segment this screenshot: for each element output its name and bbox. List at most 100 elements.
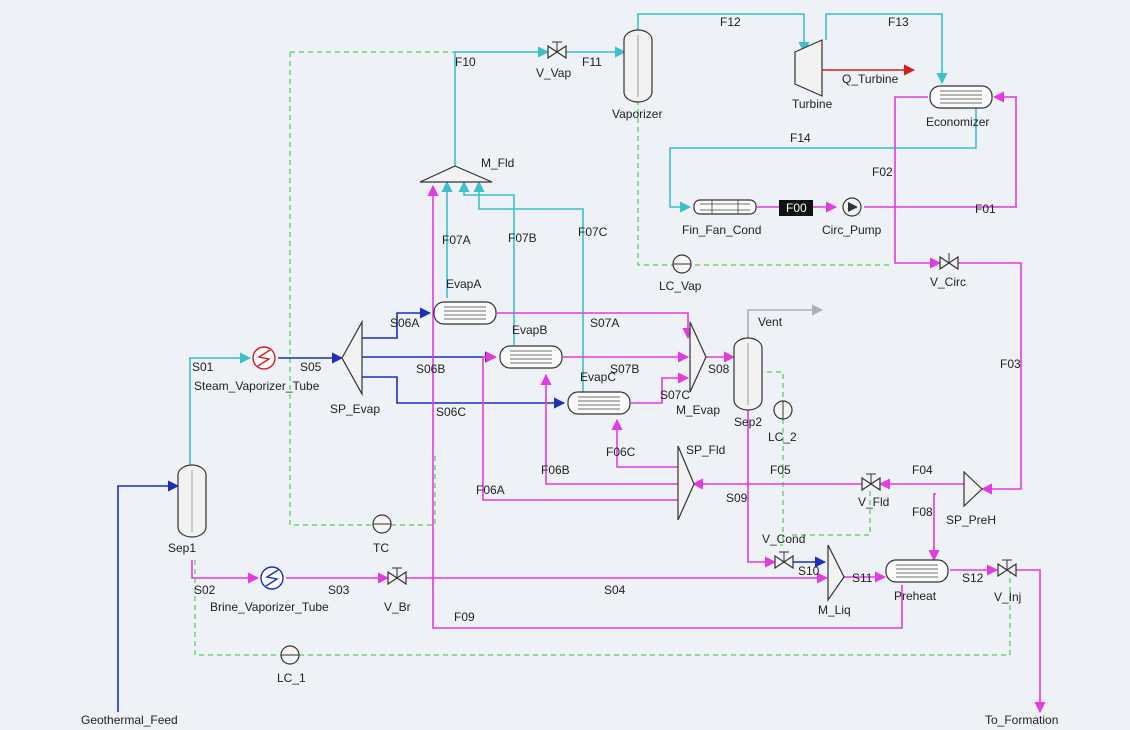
lc-1-signal-line: [194, 560, 1011, 656]
v-inj-valve[interactable]: [997, 559, 1017, 578]
stream-f13[interactable]: [825, 13, 948, 85]
f01-label: F01: [975, 202, 996, 216]
m-fld-label: M_Fld: [481, 156, 514, 170]
lc-2-controller[interactable]: [773, 400, 793, 420]
controller-labels: LC_Vap LC_2 TC LC_1: [277, 279, 797, 685]
s08-label: S08: [708, 362, 730, 376]
sp-evap-splitter[interactable]: [341, 319, 363, 397]
s12-label: S12: [962, 571, 984, 585]
s07b-label: S07B: [610, 362, 639, 376]
v-br-label: V_Br: [384, 600, 411, 614]
fin-fan-cond-label: Fin_Fan_Cond: [682, 223, 761, 237]
lc-vap-label: LC_Vap: [659, 279, 702, 293]
m-liq-mixer[interactable]: [827, 544, 845, 602]
fin-fan-cond-unit[interactable]: [693, 199, 757, 215]
tc-label: TC: [373, 541, 389, 555]
lc-vap-controller[interactable]: [672, 254, 692, 274]
s03-label: S03: [328, 583, 350, 597]
vaporizer-vessel[interactable]: [623, 29, 653, 103]
f14-label: F14: [790, 131, 811, 145]
m-evap-mixer[interactable]: [689, 321, 707, 393]
stream-labels: S01 S02 S03 S04 S05 S06A S06B S06C S07A …: [81, 15, 1058, 727]
sp-preh-splitter[interactable]: [963, 470, 983, 508]
unit-labels: Sep1 Sep2 Vaporizer Turbine Economizer F…: [168, 66, 1021, 617]
steam-vaporizer-tube-unit[interactable]: [252, 346, 276, 370]
stream-s02[interactable]: [191, 560, 260, 584]
s09-label: S09: [726, 491, 748, 505]
turbine-unit[interactable]: [794, 39, 823, 97]
f07b-label: F07B: [508, 231, 537, 245]
evapa-label: EvapA: [446, 277, 481, 291]
stream-vent[interactable]: [747, 304, 824, 338]
lc-1-label: LC_1: [277, 671, 306, 685]
stream-f03[interactable]: [958, 262, 1022, 495]
sp-evap-label: SP_Evap: [330, 402, 380, 416]
v-circ-label: V_Circ: [930, 275, 966, 289]
s10-label: S10: [798, 564, 820, 578]
stream-s07a[interactable]: [497, 312, 694, 340]
s11-label: S11: [852, 571, 873, 585]
stream-geothermal-feed[interactable]: [117, 480, 180, 712]
evapc-label: EvapC: [580, 370, 616, 384]
s04-label: S04: [604, 583, 626, 597]
stream-f10[interactable]: [454, 46, 550, 166]
stream-f12[interactable]: [637, 13, 810, 54]
circ-pump-unit[interactable]: [842, 197, 862, 217]
v-fld-label: V_Fld: [858, 495, 889, 509]
lc-1-controller[interactable]: [280, 645, 300, 665]
stream-f02[interactable]: [894, 96, 942, 269]
f03-label: F03: [1000, 357, 1021, 371]
f06b-label: F06B: [541, 463, 570, 477]
stream-f08[interactable]: [928, 493, 940, 562]
fluid-streams: [191, 91, 1046, 714]
sp-fld-label: SP_Fld: [686, 443, 725, 457]
s06a-label: S06A: [390, 316, 419, 330]
tc-controller[interactable]: [372, 514, 392, 534]
v-vap-valve[interactable]: [547, 41, 567, 60]
stream-f06a[interactable]: [482, 351, 678, 501]
sp-fld-splitter[interactable]: [677, 445, 695, 521]
s06b-label: S06B: [416, 362, 445, 376]
v-circ-valve[interactable]: [939, 253, 959, 271]
stream-s01[interactable]: [189, 352, 252, 465]
sep1-vessel[interactable]: [177, 464, 207, 538]
sep1-label: Sep1: [168, 541, 196, 555]
stream-s07c[interactable]: [631, 372, 690, 404]
m-evap-label: M_Evap: [676, 403, 720, 417]
f11-label: F11: [582, 55, 602, 69]
vapor-streams: [189, 13, 977, 465]
stream-s06a[interactable]: [362, 307, 432, 339]
geothermal-feed-label: Geothermal_Feed: [81, 713, 178, 727]
turbine-label: Turbine: [792, 97, 833, 111]
evapb-exchanger[interactable]: [499, 345, 563, 369]
stream-to-formation[interactable]: [1015, 569, 1046, 714]
brine-streams: [117, 307, 827, 712]
f12-label: F12: [720, 15, 741, 29]
f06a-label: F06A: [476, 483, 505, 497]
evapa-exchanger[interactable]: [433, 301, 497, 325]
stream-s06c[interactable]: [362, 376, 566, 409]
f02-label: F02: [872, 165, 893, 179]
stream-f01[interactable]: [864, 91, 1017, 208]
stream-f07b[interactable]: [458, 180, 515, 345]
stream-f07c[interactable]: [473, 180, 584, 392]
stream-f06b[interactable]: [540, 373, 678, 485]
stream-s09[interactable]: [747, 408, 777, 568]
stream-f09[interactable]: [427, 184, 903, 629]
preheat-exchanger[interactable]: [885, 559, 949, 583]
brine-vaporizer-tube-unit[interactable]: [260, 566, 284, 590]
v-fld-valve[interactable]: [861, 473, 881, 492]
evapc-exchanger[interactable]: [567, 391, 631, 415]
brine-vaporizer-tube-label: Brine_Vaporizer_Tube: [210, 600, 329, 614]
f13-label: F13: [888, 15, 909, 29]
to-formation-label: To_Formation: [985, 713, 1058, 727]
stream-f14[interactable]: [669, 102, 977, 213]
v-cond-valve[interactable]: [774, 551, 794, 570]
f10-label: F10: [455, 55, 476, 69]
vaporizer-label: Vaporizer: [612, 107, 662, 121]
m-fld-mixer[interactable]: [419, 165, 493, 183]
stream-f06c[interactable]: [611, 418, 678, 468]
sep2-vessel[interactable]: [733, 337, 763, 411]
economizer-exchanger[interactable]: [929, 85, 993, 109]
v-br-valve[interactable]: [387, 567, 407, 586]
